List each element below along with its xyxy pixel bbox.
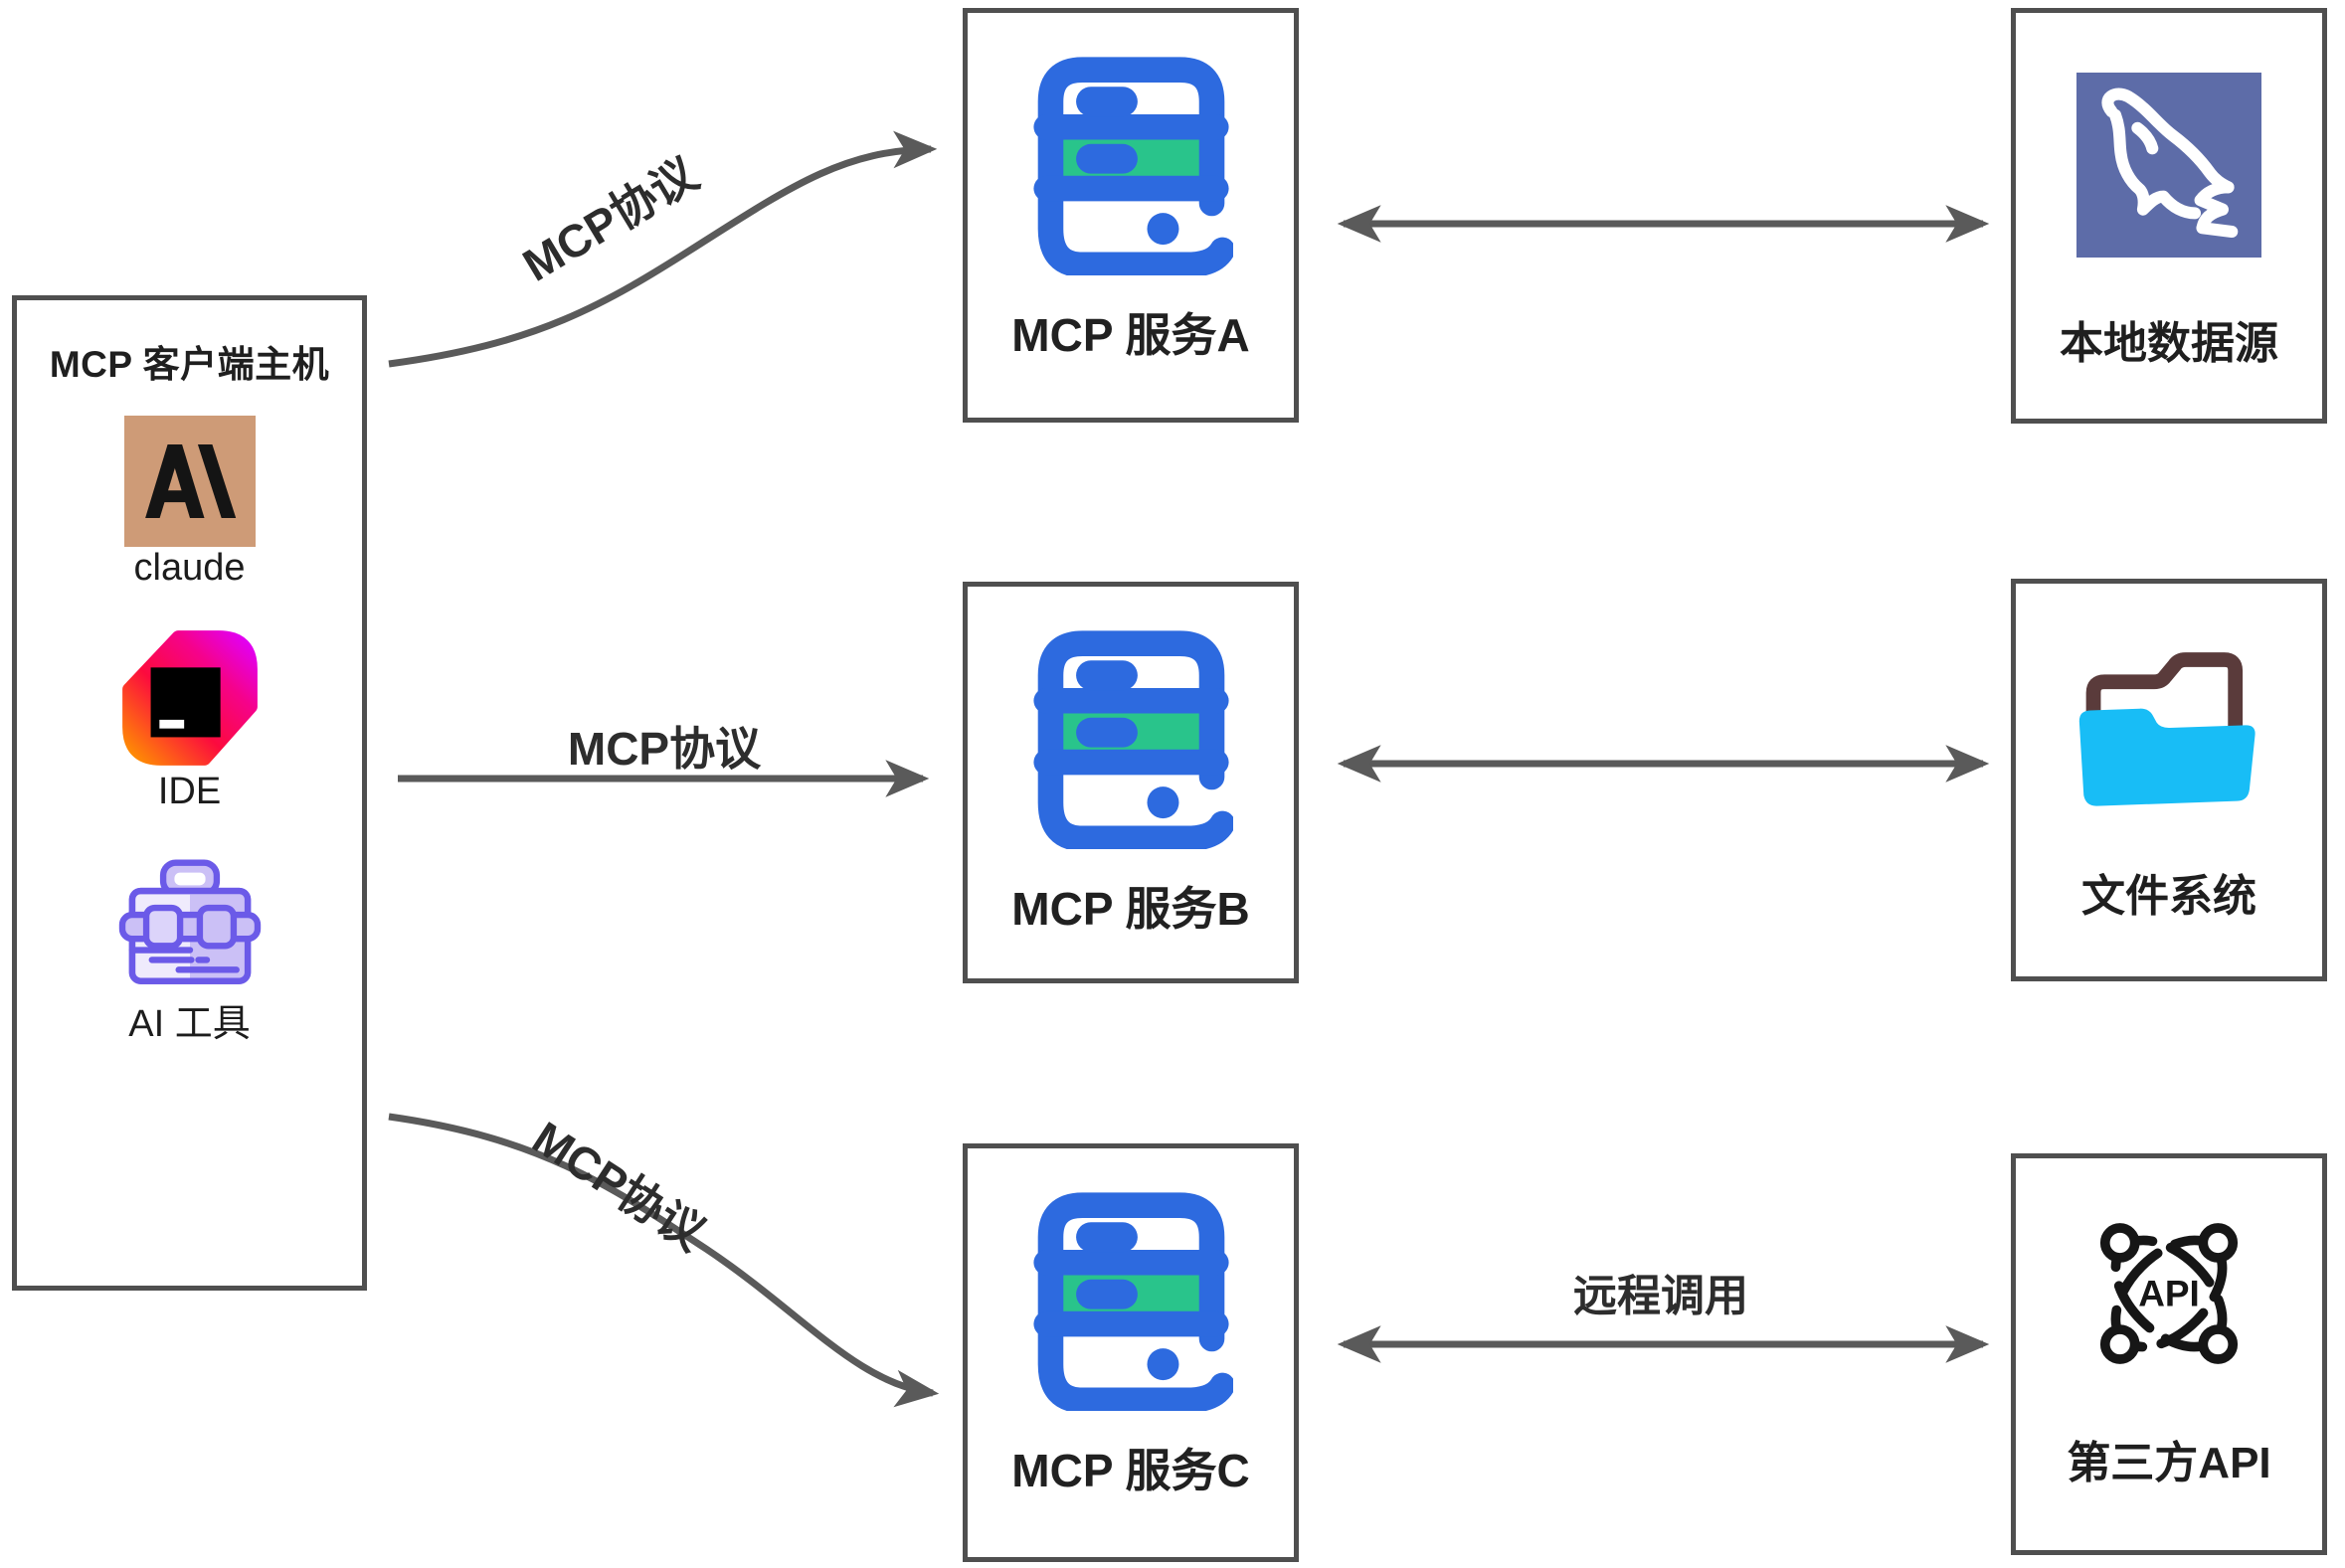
client-host-title: MCP 客户端主机 [49, 344, 330, 385]
ai-tools-label: AI 工具 [128, 1003, 251, 1045]
mcp-protocol-label-a: MCP协议 [513, 147, 707, 291]
file-system-box: 文件系统 [2011, 579, 2327, 981]
remote-call-label: 远程调用 [1573, 1272, 1748, 1320]
api-icon-text: API [2138, 1273, 2200, 1313]
api-icon: API [2099, 1223, 2239, 1364]
local-datasource-label: 本地数据源 [2060, 319, 2278, 368]
mcp-server-a-label: MCP 服务A [1011, 309, 1250, 361]
mysql-icon [2076, 73, 2261, 258]
folder-icon [2078, 652, 2255, 806]
mcp-protocol-label-c: MCP协议 [523, 1111, 714, 1261]
mcp-protocol-label-b: MCP协议 [567, 723, 762, 775]
local-datasource-box: 本地数据源 [2011, 8, 2327, 424]
mcp-server-c-box: MCP 服务C [963, 1143, 1299, 1562]
mcp-server-c-label: MCP 服务C [1011, 1445, 1250, 1496]
ide-icon [121, 630, 258, 766]
file-system-label: 文件系统 [2081, 872, 2256, 921]
server-icon [1032, 630, 1233, 849]
third-party-api-box: API 第三方API [2011, 1153, 2327, 1555]
server-icon [1032, 1192, 1233, 1411]
ide-label: IDE [157, 771, 222, 812]
client-to-server-c-arrow [388, 1113, 940, 1408]
client-host-box: MCP 客户端主机 claude IDE [12, 295, 367, 1291]
third-party-api-label: 第三方API [2067, 1439, 2271, 1487]
claude-label: claude [133, 547, 246, 589]
server-icon [1032, 57, 1233, 275]
mcp-server-b-box: MCP 服务B [963, 582, 1299, 983]
claude-icon [123, 416, 256, 547]
mcp-server-a-box: MCP 服务A [963, 8, 1299, 423]
ai-tools-icon [118, 859, 261, 984]
mcp-server-b-label: MCP 服务B [1011, 883, 1250, 935]
